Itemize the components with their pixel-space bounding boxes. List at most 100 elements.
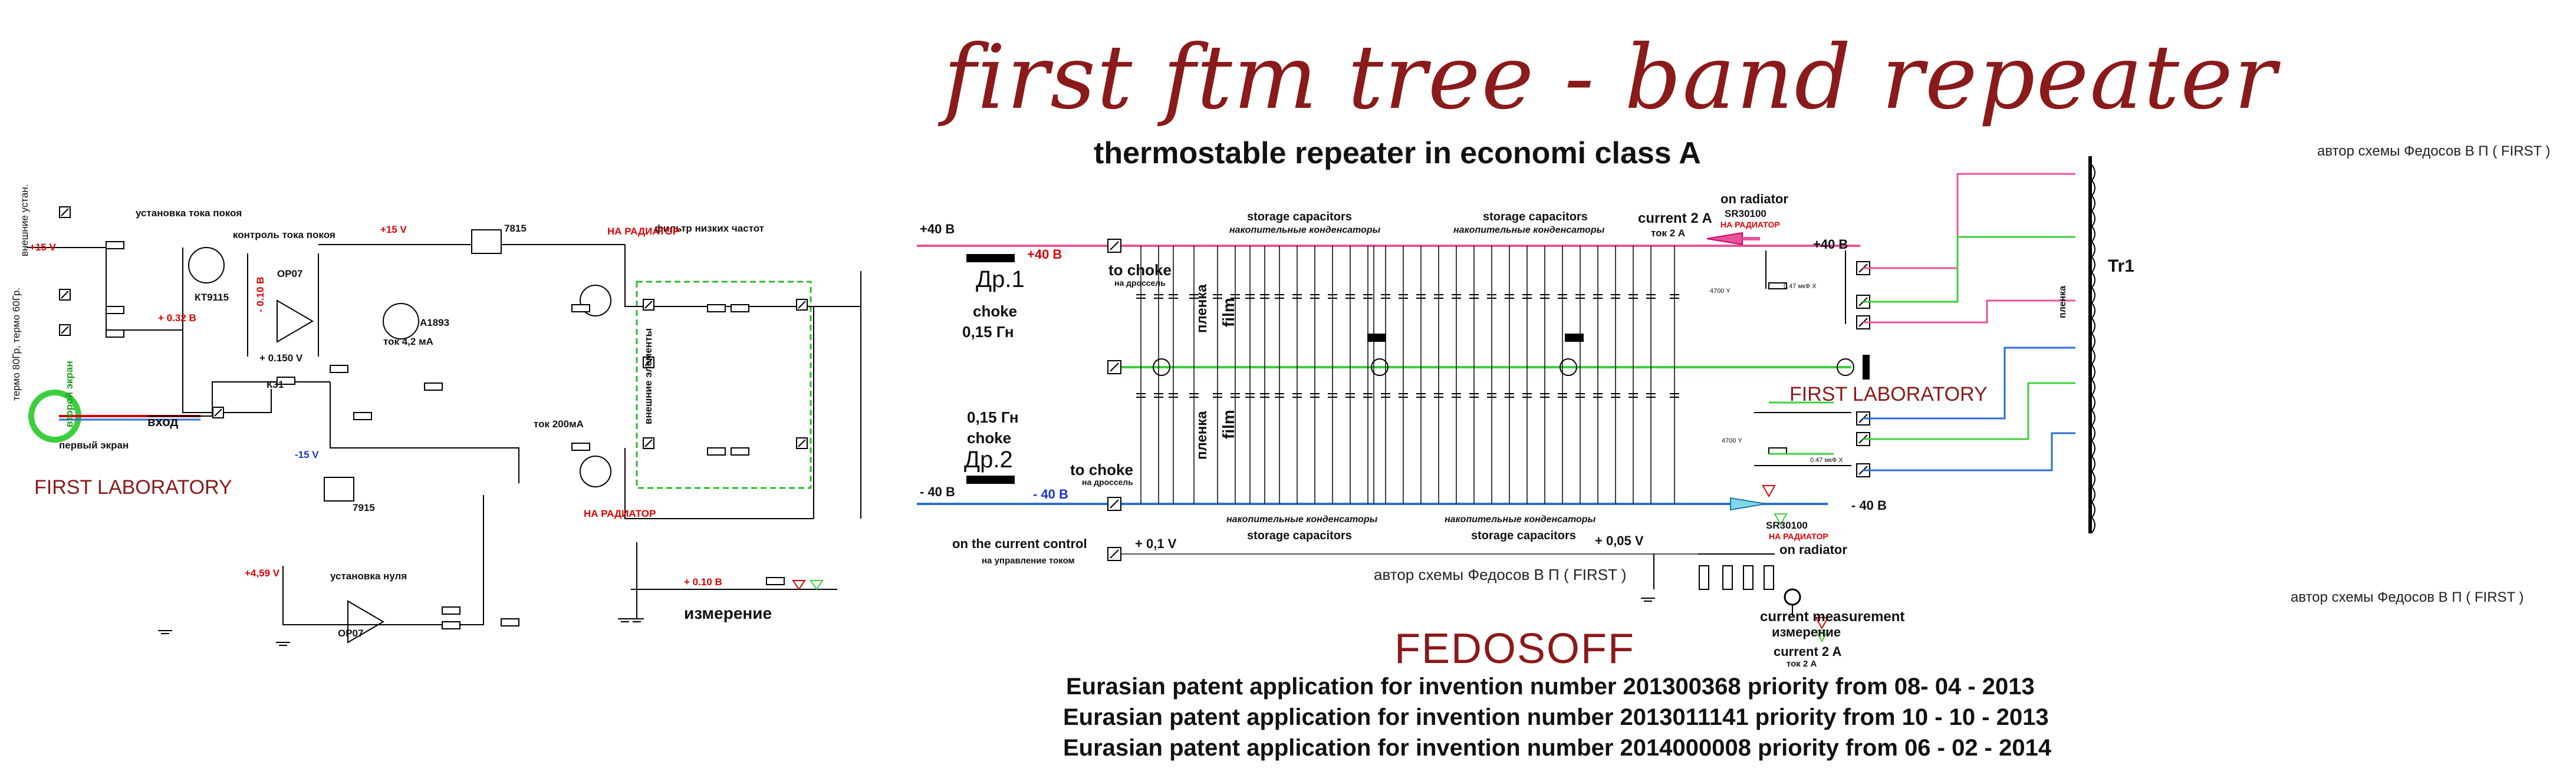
resistor xyxy=(442,606,460,615)
label-7815: 7815 xyxy=(504,223,527,234)
transformer-winding xyxy=(2091,195,2095,212)
label-plus-0-05v: + 0,05 V xyxy=(1595,533,1644,548)
left-schematic-wiring xyxy=(27,206,861,644)
lab-label-right: FIRST LABORATORY xyxy=(1789,383,1988,405)
label-izmerenie-right: измерение xyxy=(1772,625,1841,639)
transformer-winding xyxy=(2091,348,2095,365)
label-plus032: + 0.32 В xyxy=(158,312,196,324)
patent-line-1: Eurasian patent application for inventio… xyxy=(1066,674,2035,700)
label-plus15-left: +15 V xyxy=(29,242,56,253)
transformer-winding xyxy=(2091,456,2095,472)
wire xyxy=(27,247,183,331)
regulator-7915 xyxy=(324,477,354,502)
label-tok-200: ток 200мА xyxy=(534,418,584,430)
red-arrow xyxy=(1815,617,1829,630)
label-to-choke-bottom-ru: на дроссель xyxy=(1082,477,1133,487)
ground-marker xyxy=(1565,334,1584,342)
current-arrow-top xyxy=(1706,232,1743,246)
wire xyxy=(282,495,484,625)
label-current-2a-bottom: current 2 A xyxy=(1774,644,1842,659)
meter-symbol xyxy=(1784,588,1801,606)
label-a1893: А1893 xyxy=(420,317,450,328)
choke2-value: 0,15 Гн xyxy=(967,408,1019,426)
transformer-winding xyxy=(2091,256,2095,273)
transformer-winding xyxy=(2091,318,2095,334)
label-cap-047-bottom: 0.47 мкФ X xyxy=(1810,457,1843,464)
choke1-symbol xyxy=(966,254,1015,262)
label-storage-caps-bottom-2: storage capacitors xyxy=(1471,529,1576,542)
resistor xyxy=(277,377,295,385)
measurement-resistor xyxy=(1699,565,1709,590)
resistor xyxy=(766,577,785,585)
resistor xyxy=(424,382,443,391)
label-kontrol-toka: контроль тока покоя xyxy=(233,229,335,240)
label-storage-caps-top-1: storage capacitors xyxy=(1247,210,1352,223)
wire-pink xyxy=(1863,299,2075,324)
measurement-resistor xyxy=(1722,565,1733,590)
ground-marker xyxy=(1367,334,1386,342)
capacitor-bank xyxy=(1136,246,1679,504)
transformer-winding xyxy=(2091,486,2095,503)
transformer-winding xyxy=(2091,425,2095,441)
label-to-choke-top-ru: на дроссель xyxy=(1114,278,1166,288)
wire-green xyxy=(1863,236,2075,303)
wire xyxy=(330,382,519,483)
terminal-mark xyxy=(798,439,806,447)
label-vneshnie-elementy: внешние элементы xyxy=(643,328,654,424)
label-plus010: + 0.10 В xyxy=(684,576,722,588)
label-cap-4700-top: 4700 Y xyxy=(1710,288,1731,295)
label-plus15-mid: +15 V xyxy=(380,224,407,235)
label-vtoroy-ekran: второй экран xyxy=(64,361,75,427)
choke2-type: choke xyxy=(967,429,1012,447)
filter-box xyxy=(636,281,812,489)
label-tok-4-2: ток 4,2 мА xyxy=(383,336,433,347)
transformer-winding xyxy=(2091,164,2095,181)
right-schematic-wiring xyxy=(917,173,2075,643)
terminal-mark xyxy=(1110,499,1119,509)
label-plenka-transformer: пленка xyxy=(2058,285,2068,318)
label-to-choke-top: to choke xyxy=(1108,261,1172,279)
label-na-radiator-top-right: НА РАДИАТОР xyxy=(1720,220,1780,229)
wire xyxy=(624,245,861,307)
red-arrow xyxy=(792,580,806,591)
opamp-op07-bottom xyxy=(347,600,384,644)
label-7915: 7915 xyxy=(353,502,375,513)
transformer-winding xyxy=(2091,180,2095,196)
patent-line-3: Eurasian patent application for inventio… xyxy=(1063,735,2052,761)
transistor-output-top xyxy=(580,285,611,316)
transformer-winding xyxy=(2091,502,2095,518)
label-plus40-rail: +40 В xyxy=(1027,247,1062,262)
ground-terminal-bar xyxy=(1863,355,1870,380)
terminal-mark xyxy=(644,301,653,309)
lab-label-left: FIRST LABORATORY xyxy=(34,476,232,499)
green-arrow xyxy=(1815,630,1829,643)
test-point xyxy=(1560,358,1577,376)
choke2-name: Др.2 xyxy=(964,447,1013,473)
resistor xyxy=(442,621,460,629)
current-arrow-bottom xyxy=(1730,497,1766,511)
transformer-winding xyxy=(2091,287,2095,304)
brand-name: FEDOSOFF xyxy=(1394,625,1635,672)
terminal-mark xyxy=(61,326,69,334)
label-kt9115: КТ9115 xyxy=(195,292,229,303)
label-minus40-rail: - 40 В xyxy=(1033,487,1068,502)
opamp-op07-top xyxy=(277,299,314,343)
label-tok-2a-top: ток 2 А xyxy=(1651,227,1686,239)
wire xyxy=(624,448,814,519)
terminal-mark xyxy=(644,358,653,367)
label-izmerenie-left: измерение xyxy=(684,604,772,622)
terminal-mark xyxy=(61,208,69,216)
label-filtr: фильтр низких частот xyxy=(654,223,764,234)
label-on-radiator-bottom: on radiator xyxy=(1779,542,1847,557)
label-na-upravlenie: на управление током xyxy=(982,556,1075,566)
transformer-winding xyxy=(2091,241,2095,258)
transformer-winding xyxy=(2091,471,2095,487)
schematic-components xyxy=(158,553,1801,646)
transistor-a1893 xyxy=(383,303,419,339)
transformer-winding xyxy=(2091,440,2095,457)
label-minus010: - 0.10 В xyxy=(255,276,266,312)
transformer-winding xyxy=(2091,226,2095,242)
choke1-value: 0,15 Гн xyxy=(962,323,1014,341)
transformer-winding xyxy=(2091,302,2095,319)
